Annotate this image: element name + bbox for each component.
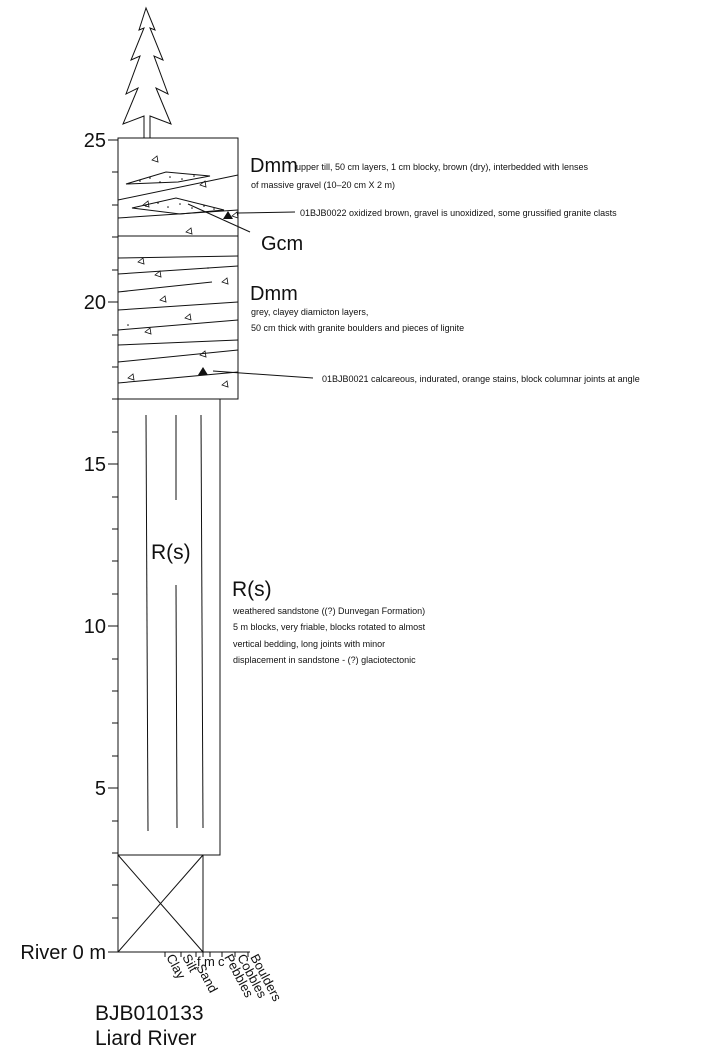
tick-label-5: 5 bbox=[95, 778, 106, 800]
tick-label-25: 25 bbox=[84, 130, 106, 152]
unit-desc-dmm-lower-2: 50 cm thick with granite boulders and pi… bbox=[251, 323, 464, 333]
bedrock-inner-label: R(s) bbox=[151, 541, 191, 564]
grain-label-sand: Sand bbox=[193, 961, 221, 995]
sample-triangle-icon bbox=[223, 211, 233, 219]
tick-label-0: River 0 m bbox=[20, 942, 106, 964]
gravel-speckle bbox=[127, 175, 215, 326]
clast-symbols bbox=[128, 156, 238, 387]
bedrock-unit bbox=[118, 399, 220, 855]
unit-desc-rock-3: vertical bedding, long joints with minor bbox=[233, 639, 385, 649]
unit-code-dmm-lower: Dmm bbox=[250, 283, 298, 305]
tick-label-15: 15 bbox=[84, 454, 106, 476]
tick-label-20: 20 bbox=[84, 292, 106, 314]
site-location: Liard River bbox=[95, 1027, 197, 1051]
sample-triangle-icon bbox=[198, 367, 208, 375]
unit-desc-rock-4: displacement in sandstone - (?) glaciote… bbox=[233, 655, 416, 665]
covered-interval bbox=[118, 855, 203, 952]
site-name: BJB010133 bbox=[95, 1002, 204, 1026]
unit-desc-dmm-upper-1: upper till, 50 cm layers, 1 cm blocky, b… bbox=[296, 162, 588, 172]
unit-code-gcm: Gcm bbox=[261, 233, 303, 255]
sample-note-01BJB0022: 01BJB0022 oxidized brown, gravel is unox… bbox=[300, 208, 617, 218]
grain-size-labels: Clay Silt f m c Sand Pebbles Cobbles Bou… bbox=[163, 951, 285, 1004]
depth-axis bbox=[108, 138, 118, 952]
unit-code-rock: R(s) bbox=[232, 578, 272, 601]
unit-desc-dmm-lower-1: grey, clayey diamicton layers, bbox=[251, 307, 368, 317]
unit-code-dmm-upper: Dmm bbox=[250, 155, 298, 177]
tree-icon bbox=[123, 8, 171, 138]
tick-label-10: 10 bbox=[84, 616, 106, 638]
unit-desc-rock-2: 5 m blocks, very friable, blocks rotated… bbox=[233, 622, 426, 632]
unit-desc-rock-1: weathered sandstone ((?) Dunvegan Format… bbox=[232, 606, 425, 616]
depth-tick-labels: 25 20 15 10 5 River 0 m bbox=[20, 130, 106, 964]
till-unit bbox=[118, 138, 238, 399]
sample-note-01BJB0021: 01BJB0021 calcareous, indurated, orange … bbox=[322, 374, 640, 384]
unit-desc-dmm-upper-2: of massive gravel (10–20 cm X 2 m) bbox=[251, 180, 395, 190]
